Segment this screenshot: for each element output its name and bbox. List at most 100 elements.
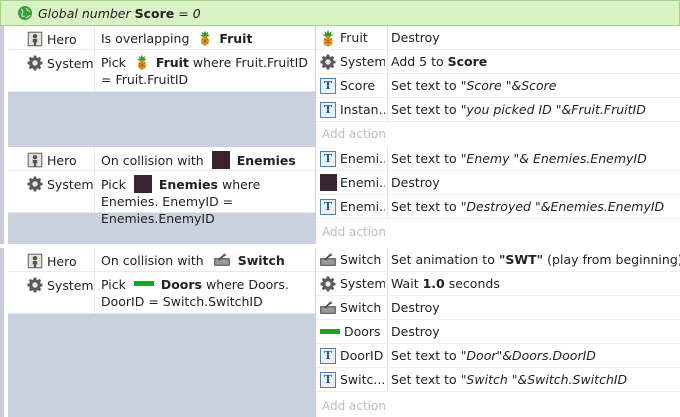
- event-block-3[interactable]: Hero On collision with Switch System Pic…: [0, 248, 680, 417]
- action-row[interactable]: Switch Set animation to "SWT" (play from…: [316, 248, 680, 272]
- action-text: Destroy: [391, 324, 440, 339]
- condition-row[interactable]: System Pick Enemies where Enemies. Enemy…: [8, 171, 315, 226]
- action-object: System: [340, 276, 385, 291]
- pineapple-icon: [319, 29, 337, 47]
- action-text: Set animation to: [391, 252, 495, 267]
- text-icon: T: [320, 101, 336, 118]
- action-object: Switc...: [340, 372, 385, 387]
- action-object: Doors: [344, 324, 381, 339]
- action-text: Set text to: [391, 372, 457, 387]
- action-row[interactable]: System Wait 1.0 seconds: [316, 272, 680, 296]
- action-param: "Score "&Score: [460, 78, 557, 93]
- condition-text: Is overlapping: [101, 31, 190, 46]
- action-text: seconds: [448, 276, 500, 291]
- action-text: Set text to: [391, 151, 457, 166]
- action-row[interactable]: T Switc... Set text to "Switch "&Switch.S…: [316, 368, 680, 392]
- action-row[interactable]: Switch Destroy: [316, 296, 680, 320]
- global-variable-row[interactable]: Global number Score = 0: [0, 0, 680, 26]
- gear-icon: [319, 53, 337, 71]
- action-object: Switch: [340, 300, 382, 315]
- action-param: "Destroyed "&Enemies.EnemyID: [460, 199, 665, 214]
- global-variable-prefix: Global number: [38, 5, 131, 21]
- action-text: Destroy: [391, 175, 440, 190]
- action-object: Enemi...: [340, 199, 385, 214]
- condition-row[interactable]: System Pick Doors where Doors. DoorID = …: [8, 272, 315, 314]
- action-param: "Switch "&Switch.SwitchID: [460, 372, 628, 387]
- global-variable-value: = 0: [178, 5, 201, 21]
- hero-icon: [26, 252, 44, 270]
- door-bar-icon: [133, 281, 154, 286]
- action-object: Fruit: [340, 30, 368, 45]
- action-row[interactable]: T Score Set text to "Score "&Score: [316, 74, 680, 98]
- condition-param: Enemies: [158, 177, 218, 192]
- text-icon: T: [320, 198, 336, 215]
- text-icon: T: [320, 77, 336, 94]
- conditions-column: Hero On collision with Enemies System Pi…: [8, 147, 315, 244]
- condition-param: Switch: [237, 253, 285, 268]
- condition-row[interactable]: Hero On collision with Switch: [8, 248, 315, 272]
- add-action-link[interactable]: Add action: [322, 127, 386, 141]
- condition-row[interactable]: Hero Is overlapping Fruit: [8, 26, 315, 50]
- event-block-1[interactable]: Hero Is overlapping Fruit System Pick Fr…: [0, 26, 680, 147]
- pineapple-icon: [197, 30, 213, 46]
- condition-text: Pick: [101, 277, 126, 292]
- condition-text: On collision with: [101, 253, 204, 268]
- enemy-icon: [319, 174, 337, 191]
- action-text: (play from beginning): [547, 252, 680, 267]
- action-param: "Door"&Doors.DoorID: [460, 348, 596, 363]
- condition-text: Pick: [101, 55, 126, 70]
- text-icon: T: [320, 347, 336, 364]
- enemy-icon: [133, 175, 152, 193]
- add-action-link[interactable]: Add action: [322, 399, 386, 413]
- hero-icon: [26, 30, 44, 48]
- action-param: 1.0: [422, 276, 445, 291]
- text-icon: T: [320, 150, 336, 167]
- action-row[interactable]: Fruit Destroy: [316, 26, 680, 50]
- action-row[interactable]: Enemi... Destroy: [316, 171, 680, 195]
- actions-column: Fruit Destroy System Add 5 to Score T Sco…: [315, 26, 680, 147]
- hero-icon: [26, 151, 44, 169]
- conditions-column: Hero Is overlapping Fruit System Pick Fr…: [8, 26, 315, 147]
- event-block-2[interactable]: Hero On collision with Enemies System Pi…: [0, 147, 680, 244]
- condition-text: where Enemies. EnemyID = Enemies.EnemyID: [101, 177, 261, 226]
- actions-column: Switch Set animation to "SWT" (play from…: [315, 248, 680, 417]
- action-object: Enemi...: [340, 151, 385, 166]
- condition-object: System: [47, 55, 94, 71]
- conditions-column: Hero On collision with Switch System Pic…: [8, 248, 315, 417]
- condition-text: where Doors. DoorID = Switch.SwitchID: [101, 277, 289, 309]
- action-text: Set text to: [391, 78, 457, 93]
- action-text: Wait: [391, 276, 419, 291]
- gear-icon: [26, 54, 44, 72]
- gear-icon: [319, 275, 337, 293]
- global-variable-name: Score: [134, 5, 175, 21]
- condition-text: where Fruit.FruitID = Fruit.FruitID: [101, 55, 308, 87]
- switch-icon: [319, 251, 337, 269]
- action-param: "you picked ID "&Fruit.FruitID: [460, 102, 646, 117]
- action-object: Switch: [340, 252, 382, 267]
- condition-param: Fruit: [219, 31, 253, 46]
- condition-object: System: [47, 277, 94, 293]
- condition-text: Pick: [101, 177, 126, 192]
- condition-object: Hero: [47, 253, 77, 269]
- condition-param: Enemies: [236, 153, 296, 168]
- action-object: DoorID: [340, 348, 384, 363]
- action-object: Score: [340, 78, 376, 93]
- add-action-link[interactable]: Add action: [322, 225, 386, 239]
- text-icon: T: [320, 371, 336, 388]
- condition-row[interactable]: System Pick Fruit where Fruit.FruitID = …: [8, 50, 315, 92]
- action-row[interactable]: System Add 5 to Score: [316, 50, 680, 74]
- condition-param: Doors: [160, 277, 202, 292]
- action-text: Add 5 to: [391, 54, 444, 69]
- action-row[interactable]: Doors Destroy: [316, 320, 680, 344]
- condition-object: Hero: [47, 31, 77, 47]
- action-object: Instan...: [340, 102, 385, 117]
- action-param: "SWT": [498, 252, 544, 267]
- condition-object: System: [47, 176, 94, 192]
- condition-row[interactable]: Hero On collision with Enemies: [8, 147, 315, 171]
- action-param: Score: [447, 54, 488, 69]
